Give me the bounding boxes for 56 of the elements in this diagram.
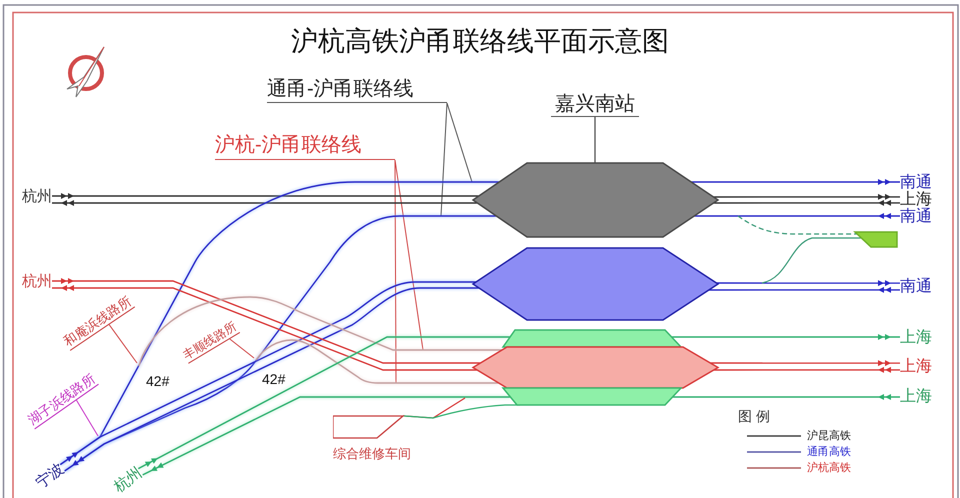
legend-label: 通甬高铁 xyxy=(807,445,851,459)
leader-line xyxy=(440,102,448,216)
track-line xyxy=(52,195,479,197)
destination-label: 上海 xyxy=(900,388,932,405)
depot-block xyxy=(855,232,897,247)
track-line xyxy=(716,282,900,284)
leader-line xyxy=(446,102,472,182)
track-line xyxy=(52,202,478,204)
destination-label: 宁波 xyxy=(32,460,68,492)
track-line xyxy=(714,369,900,371)
platform-hexagon xyxy=(473,163,718,237)
legend-title: 图 例 xyxy=(738,408,770,425)
legend-label: 沪昆高铁 xyxy=(807,429,851,443)
junction-label: 和庵浜线路所 xyxy=(60,293,136,351)
track-line xyxy=(708,289,900,291)
siding-track xyxy=(762,237,862,284)
destination-label: 南通 xyxy=(900,174,932,191)
track-line xyxy=(142,396,510,476)
destination-label: 上海 xyxy=(900,329,932,346)
destination-label: 上海 xyxy=(900,358,932,375)
leader-line xyxy=(108,324,138,364)
turnout-number: 42# xyxy=(262,372,286,387)
destination-label: 上海 xyxy=(900,191,932,208)
track-line xyxy=(672,396,900,398)
line-callout: 沪杭-沪甬联络线 xyxy=(215,132,395,160)
track-line xyxy=(52,280,480,364)
destination-label: 杭州 xyxy=(22,273,52,290)
leader-line xyxy=(394,160,424,350)
leader-line xyxy=(229,338,254,358)
destination-label: 杭州 xyxy=(22,188,52,205)
destination-label: 杭州 xyxy=(110,464,146,496)
track-line xyxy=(691,181,900,183)
platform-hexagon xyxy=(473,347,718,388)
track-line xyxy=(694,215,900,217)
destination-label: 南通 xyxy=(900,278,932,295)
line-callout: 通甬-沪甬联络线 xyxy=(267,76,447,103)
legend-label: 沪杭高铁 xyxy=(807,461,851,475)
junction-label: 丰顺线路所 xyxy=(180,318,240,364)
platform-hexagon xyxy=(473,248,718,320)
workshop-label: 综合维修车间 xyxy=(333,446,411,462)
diagram-title: 沪杭高铁沪甬联络线平面示意图 xyxy=(291,25,669,58)
turnout-number: 42# xyxy=(146,374,170,389)
track-line xyxy=(714,202,900,204)
track-line xyxy=(714,196,900,198)
track-line xyxy=(255,339,499,384)
track-line xyxy=(138,336,510,470)
leader-line xyxy=(394,160,396,384)
leader-line xyxy=(594,117,596,163)
station-name: 嘉兴南站 xyxy=(551,92,639,117)
destination-label: 南通 xyxy=(900,208,932,225)
junction-label: 湖子浜线路所 xyxy=(25,370,99,430)
track-line xyxy=(710,362,900,364)
siding-track xyxy=(738,216,858,235)
track-line xyxy=(52,287,478,371)
track-line xyxy=(138,296,502,366)
leader-line xyxy=(76,400,98,436)
